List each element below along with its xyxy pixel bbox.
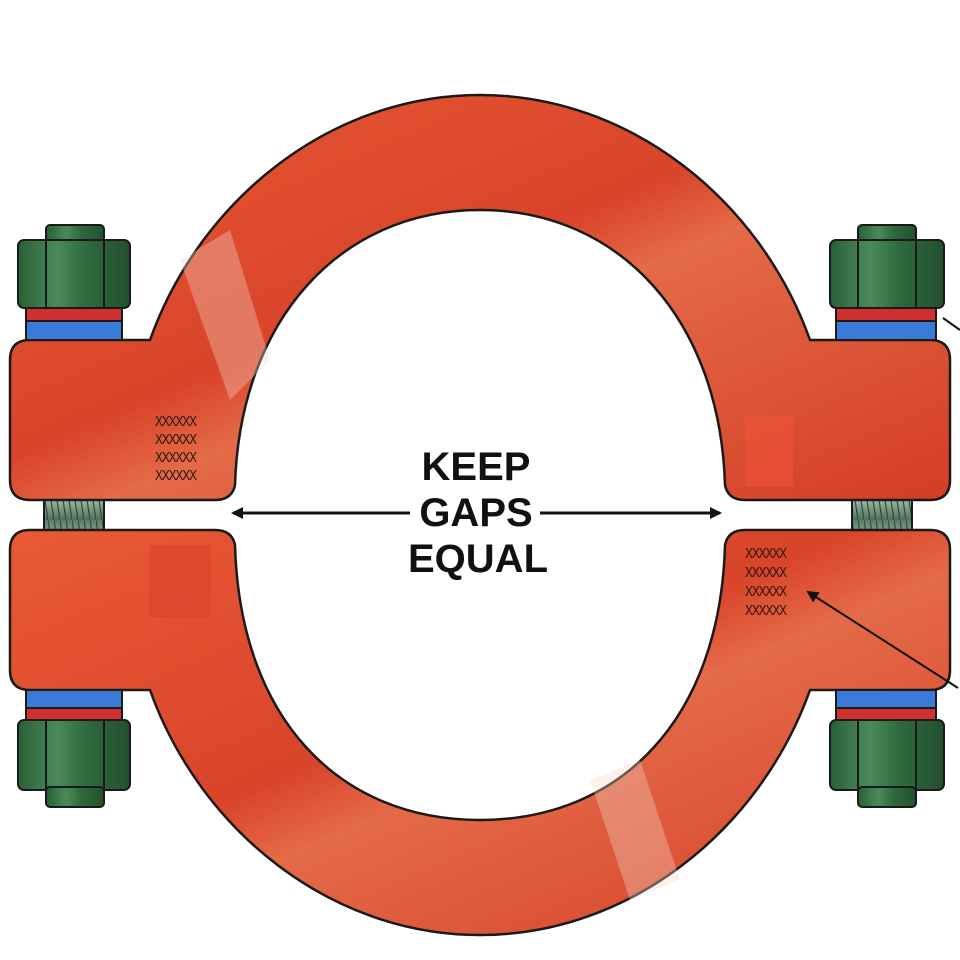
lower-clamp-half (8, 528, 952, 937)
shine-highlights (180, 230, 680, 900)
marking-left-row: XXXXXX (155, 451, 197, 466)
label-line-equal: EQUAL (408, 537, 548, 581)
lower-left-pad (150, 545, 210, 617)
hex-nut-top-left (17, 224, 131, 309)
washer-top-left (25, 304, 123, 341)
marking-left: XXXXXX XXXXXX XXXXXX XXXXXX (155, 415, 198, 484)
marking-right: XXXXXX XXXXXX XXXXXX XXXXXX (745, 547, 788, 619)
marking-left-row: XXXXXX (155, 469, 197, 484)
marking-left-row: XXXXXX (155, 415, 197, 430)
leader-line-lower (806, 590, 959, 689)
washer-top-right (835, 304, 937, 341)
hex-nut-top-right (829, 224, 945, 309)
upper-right-pad (745, 415, 793, 487)
marking-right-row: XXXXXX (745, 547, 787, 562)
hex-nut-bottom-right (829, 719, 945, 808)
washer-bottom-left (25, 689, 123, 724)
label-line-keep: KEEP (422, 445, 531, 489)
marking-left-row: XXXXXX (155, 433, 197, 448)
washer-bottom-right (835, 689, 937, 724)
marking-right-row: XXXXXX (745, 566, 787, 581)
leader-line-upper (942, 317, 960, 331)
upper-clamp-half (8, 93, 952, 502)
label-line-gaps: GAPS (419, 491, 532, 535)
marking-right-row: XXXXXX (745, 604, 787, 619)
marking-right-row: XXXXXX (745, 585, 787, 600)
hex-nut-bottom-left (17, 719, 131, 808)
